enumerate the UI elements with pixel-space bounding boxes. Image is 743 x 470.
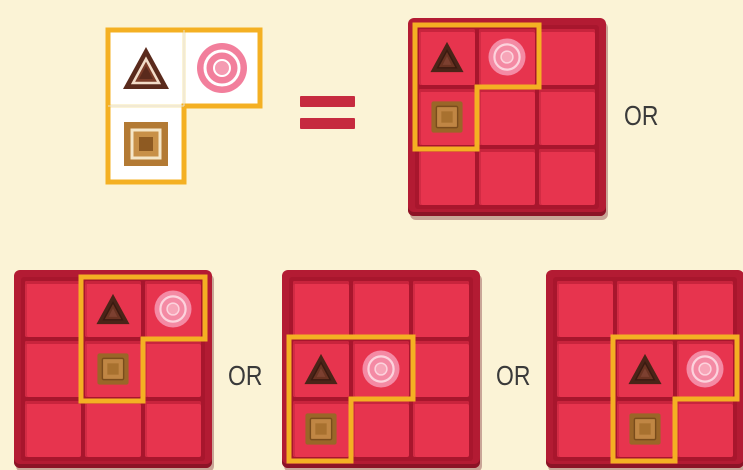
board-cell: [557, 401, 613, 457]
equals-sign: [300, 96, 355, 130]
board-bottom-middle: [282, 270, 480, 468]
pattern-outline: [106, 28, 262, 184]
board-cell: [419, 89, 475, 145]
board-cell: [293, 401, 349, 457]
board-cell: [479, 89, 535, 145]
dark-chocolate-triangle-icon: [429, 40, 465, 74]
pink-candy-circle-icon: [487, 37, 527, 77]
board-cell: [539, 29, 595, 85]
board-cell: [413, 341, 469, 397]
board-cell: [353, 341, 409, 397]
board-cell: [419, 149, 475, 205]
board-cell: [617, 401, 673, 457]
pattern-card: [106, 28, 262, 184]
board-cell: [479, 29, 535, 85]
board-cell: [413, 401, 469, 457]
board-bottom-left: [14, 270, 212, 468]
board-cell: [85, 401, 141, 457]
board-cell: [479, 149, 535, 205]
board-cell: [145, 401, 201, 457]
board-cell: [353, 401, 409, 457]
board-cell: [557, 341, 613, 397]
board-cell: [677, 281, 733, 337]
board-cell: [85, 341, 141, 397]
board-cell: [677, 401, 733, 457]
board-cell: [419, 29, 475, 85]
board-cell: [617, 281, 673, 337]
dark-chocolate-triangle-icon: [95, 292, 131, 326]
board-cell: [539, 149, 595, 205]
board-cell: [677, 341, 733, 397]
equals-bar-bottom: [300, 118, 355, 129]
board-cell: [25, 281, 81, 337]
board-cell: [617, 341, 673, 397]
board-cell: [293, 281, 349, 337]
board-cell: [25, 341, 81, 397]
board-cell: [539, 89, 595, 145]
dark-chocolate-triangle-icon: [627, 352, 663, 386]
board-top: [408, 18, 606, 216]
dark-chocolate-triangle-icon: [303, 352, 339, 386]
pink-candy-circle-icon: [361, 349, 401, 389]
board-cell: [557, 281, 613, 337]
board-cell: [413, 281, 469, 337]
board-bottom-right: [546, 270, 743, 468]
or-label-top: OR: [624, 100, 658, 132]
or-label-bottom-middle: OR: [496, 360, 530, 392]
caramel-square-icon: [304, 412, 338, 446]
caramel-square-icon: [628, 412, 662, 446]
board-cell: [25, 401, 81, 457]
caramel-square-icon: [96, 352, 130, 386]
or-label-bottom-left: OR: [228, 360, 262, 392]
board-cell: [145, 341, 201, 397]
board-cell: [85, 281, 141, 337]
board-cell: [145, 281, 201, 337]
board-cell: [353, 281, 409, 337]
board-cell: [293, 341, 349, 397]
equals-bar-top: [300, 96, 355, 107]
pink-candy-circle-icon: [685, 349, 725, 389]
caramel-square-icon: [430, 100, 464, 134]
pink-candy-circle-icon: [153, 289, 193, 329]
